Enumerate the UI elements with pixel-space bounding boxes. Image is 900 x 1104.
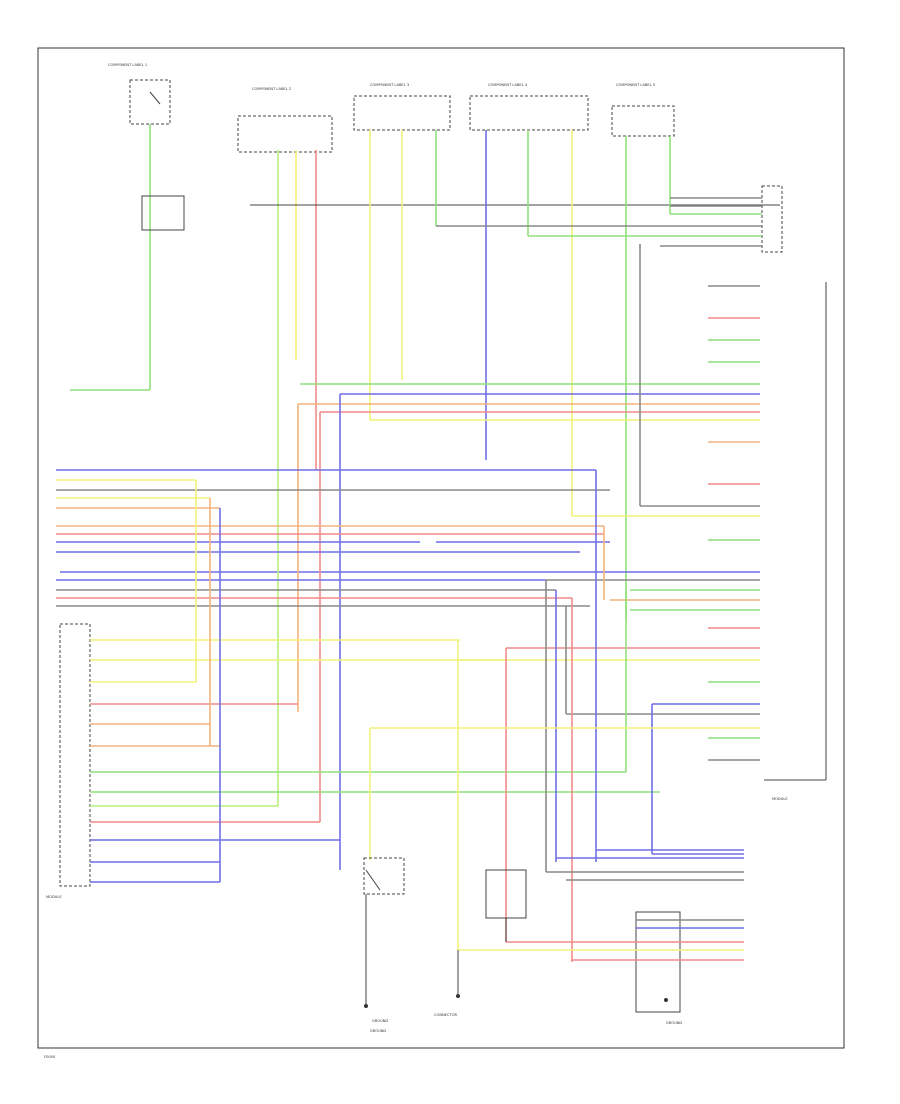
svg-text:COMPONENT LABEL 3: COMPONENT LABEL 3 xyxy=(370,83,409,87)
svg-text:COMPONENT LABEL 5: COMPONENT LABEL 5 xyxy=(616,83,655,87)
left-bus xyxy=(56,469,610,607)
lower-right-connector-1 xyxy=(546,849,744,881)
svg-text:MODULE: MODULE xyxy=(772,797,788,801)
svg-text:GROUND: GROUND xyxy=(666,1021,682,1025)
svg-text:COMPONENT LABEL 4: COMPONENT LABEL 4 xyxy=(488,83,528,87)
component-top-2: COMPONENT LABEL 2 xyxy=(237,87,780,470)
bottom-sensor xyxy=(485,869,527,942)
component-top-5: COMPONENT LABEL 5 xyxy=(611,83,675,620)
component-top-3: COMPONENT LABEL 3 xyxy=(353,83,451,420)
component-top-1: COMPONENT LABEL 1 xyxy=(70,63,185,391)
footer-code: F0000 xyxy=(44,1055,56,1059)
bottom-switch: GROUND xyxy=(363,857,405,1023)
right-module: MODULE xyxy=(60,185,827,801)
ground-dot xyxy=(664,998,668,1002)
svg-text:CONNECTOR: CONNECTOR xyxy=(434,1013,458,1017)
svg-text:GROUND: GROUND xyxy=(370,1029,386,1033)
svg-text:COMPONENT LABEL 1: COMPONENT LABEL 1 xyxy=(108,63,147,67)
bottom-connector: CONNECTOR xyxy=(434,950,460,1017)
lower-right-connector-2: GROUND xyxy=(458,911,744,1025)
svg-text:COMPONENT LABEL 2: COMPONENT LABEL 2 xyxy=(252,87,291,91)
left-module: MODULE xyxy=(46,623,660,899)
diagram-frame xyxy=(37,47,845,1049)
svg-text:MODULE: MODULE xyxy=(46,895,62,899)
svg-text:GROUND: GROUND xyxy=(372,1019,388,1023)
component-top-4: COMPONENT LABEL 4 xyxy=(469,83,589,516)
